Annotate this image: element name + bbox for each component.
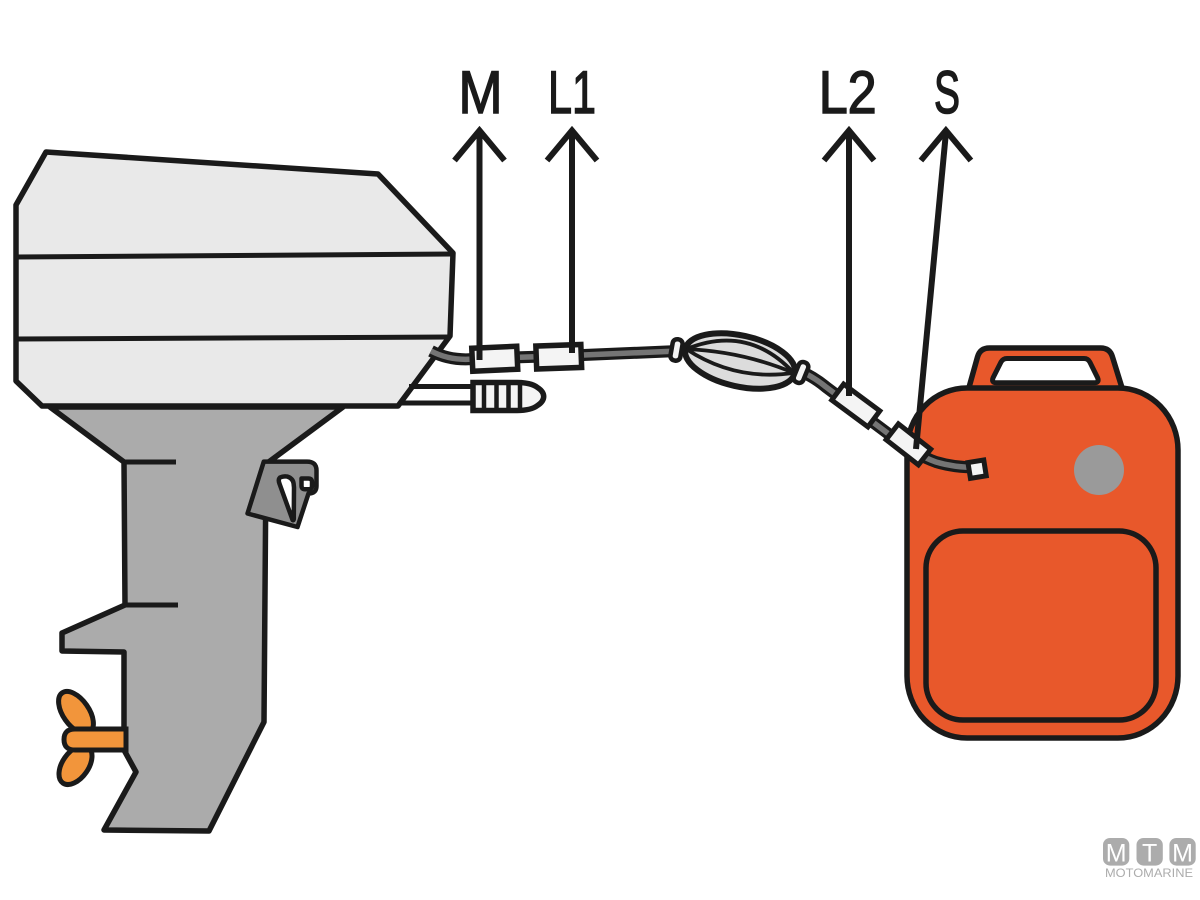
svg-text:M: M <box>459 59 503 126</box>
svg-text:L1: L1 <box>548 59 596 126</box>
svg-text:T: T <box>1142 840 1157 868</box>
svg-text:S: S <box>934 59 960 126</box>
svg-text:M: M <box>1172 840 1193 868</box>
svg-text:MOTOMARINE: MOTOMARINE <box>1105 866 1193 880</box>
svg-text:M: M <box>1106 840 1127 868</box>
svg-text:L2: L2 <box>819 59 877 126</box>
